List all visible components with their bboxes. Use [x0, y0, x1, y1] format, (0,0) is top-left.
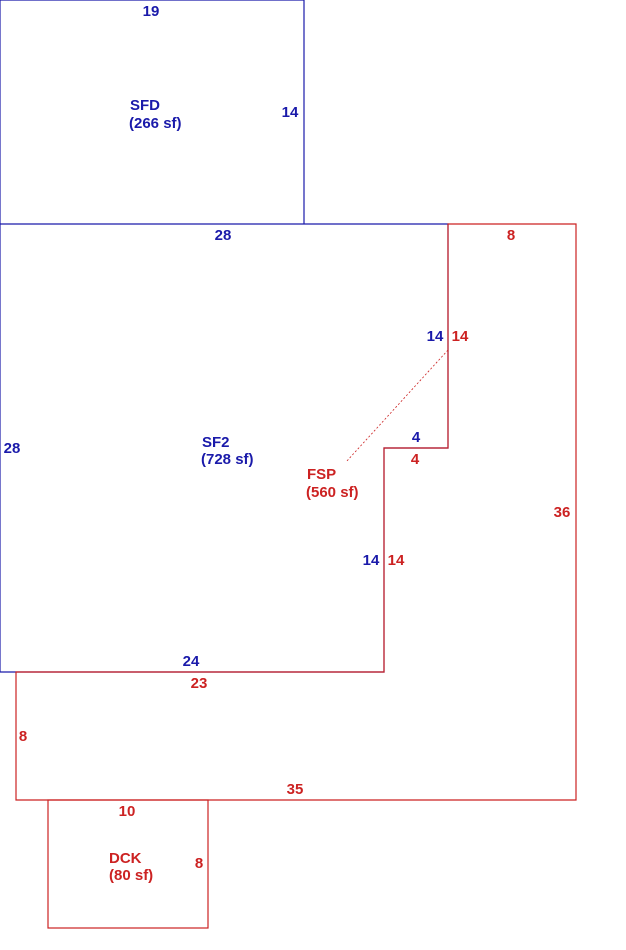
sf2-bottom-dimension: 24: [183, 653, 200, 670]
fsp-bottom-dimension: 35: [287, 781, 304, 798]
sfd-right-dimension: 14: [282, 104, 299, 121]
sfd-outline: [0, 0, 305, 224]
dck-code-label: DCK: [109, 850, 142, 867]
sfd-area-label: (266 sf): [129, 115, 182, 132]
area-dck: 10 8 DCK (80 sf): [47, 799, 209, 929]
sf2-step-dimension: 4: [412, 429, 421, 446]
sf2-code-label: SF2: [202, 434, 230, 451]
sfd-code-label: SFD: [130, 97, 160, 114]
dck-outline: [47, 799, 209, 929]
fsp-code-label: FSP: [307, 466, 336, 483]
fsp-right-dimension: 36: [554, 504, 571, 521]
sf2-right-upper-dimension: 14: [427, 328, 444, 345]
sfd-top-dimension: 19: [143, 3, 160, 20]
fsp-label-leader: [345, 349, 449, 463]
sf2-right-lower-dimension: 14: [363, 552, 380, 569]
fsp-left-outer-dimension: 8: [19, 728, 27, 745]
fsp-inner-bottom-dimension: 23: [191, 675, 208, 692]
fsp-top-dimension: 8: [507, 227, 515, 244]
area-fsp: 8 14 4 14 36 23 8 35 FSP (560 sf): [15, 223, 577, 801]
dck-top-dimension: 10: [119, 803, 136, 820]
area-sf2: 28 28 14 4 14 24 SF2 (728 sf): [0, 223, 449, 673]
fsp-outline: [15, 223, 577, 801]
sf2-top-dimension: 28: [215, 227, 232, 244]
dck-right-dimension: 8: [195, 855, 203, 872]
sf2-area-label: (728 sf): [201, 451, 254, 468]
area-sfd: 19 14 SFD (266 sf): [0, 0, 305, 224]
fsp-area-label: (560 sf): [306, 484, 359, 501]
dck-area-label: (80 sf): [109, 867, 153, 884]
fsp-step-dimension: 4: [411, 451, 420, 468]
sf2-left-dimension: 28: [4, 440, 21, 457]
fsp-left-lower-dimension: 14: [388, 552, 405, 569]
fsp-left-upper-dimension: 14: [452, 328, 469, 345]
